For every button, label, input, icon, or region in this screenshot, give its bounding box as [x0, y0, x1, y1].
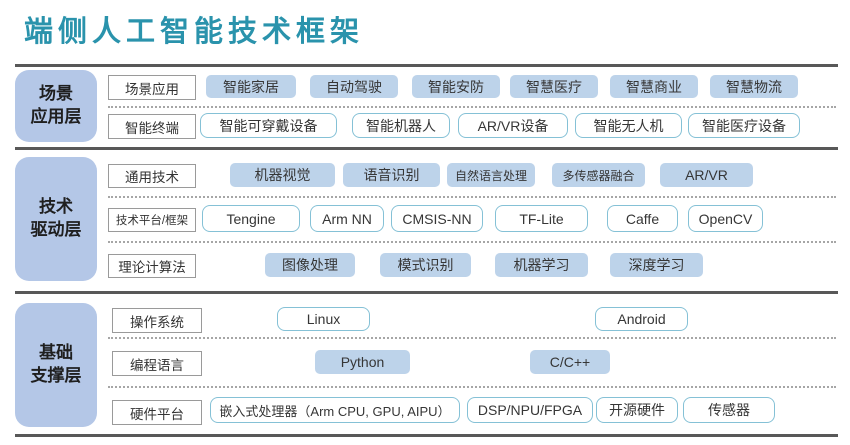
row-separator-dotted	[108, 241, 836, 243]
item-box: 多传感器融合	[552, 163, 645, 187]
layer-sidebar-label: 场景	[39, 84, 73, 104]
item-box: 自然语言处理	[447, 163, 535, 187]
item-box: 智慧物流	[710, 75, 798, 98]
item-box: 嵌入式处理器（Arm CPU, GPU, AIPU）	[210, 397, 460, 423]
item-box: 智能机器人	[352, 113, 450, 138]
layer-divider-bottom	[15, 434, 838, 437]
row-separator-dotted	[108, 337, 836, 339]
row-separator-dotted	[108, 386, 836, 388]
row-separator-dotted	[108, 196, 836, 198]
item-box: 自动驾驶	[310, 75, 398, 98]
row-category-label: 操作系统	[112, 308, 202, 333]
item-box: Python	[315, 350, 410, 374]
layer-divider-2-3	[15, 291, 838, 294]
item-box: 智能家居	[206, 75, 296, 98]
item-box: CMSIS-NN	[391, 205, 483, 232]
diagram-title: 端侧人工智能技术框架	[24, 14, 365, 48]
layer-sidebar-label: 技术	[39, 197, 73, 217]
item-box: Android	[595, 307, 688, 331]
item-box: AR/VR	[660, 163, 753, 187]
row-category-label: 编程语言	[112, 351, 202, 376]
item-box: Caffe	[607, 205, 678, 232]
row-category-label: 智能终端	[108, 114, 196, 139]
item-box: Arm NN	[310, 205, 384, 232]
item-box: OpenCV	[688, 205, 763, 232]
item-box: 语音识别	[343, 163, 440, 187]
row-category-label: 技术平台/框架	[108, 208, 196, 232]
item-box: 智能安防	[412, 75, 500, 98]
layer-sidebar-label: 基础	[39, 343, 73, 363]
item-box: 深度学习	[610, 253, 703, 277]
layer-divider-top	[15, 64, 838, 67]
item-box: 智能医疗设备	[688, 113, 800, 138]
row-category-label: 通用技术	[108, 164, 196, 188]
item-box: TF-Lite	[495, 205, 588, 232]
layer-sidebar-2: 技术驱动层	[15, 157, 97, 281]
layer-divider-1-2	[15, 147, 838, 150]
item-box: 图像处理	[265, 253, 355, 277]
row-category-label: 理论计算法	[108, 254, 196, 278]
item-box: AR/VR设备	[458, 113, 568, 138]
item-box: 智慧医疗	[510, 75, 598, 98]
layer-sidebar-label: 支撑层	[30, 366, 82, 385]
item-box: 传感器	[683, 397, 775, 423]
layer-sidebar-1: 场景应用层	[15, 70, 97, 142]
item-box: 开源硬件	[596, 397, 678, 423]
row-separator-dotted	[108, 106, 836, 108]
item-box: DSP/NPU/FPGA	[467, 397, 593, 423]
layer-sidebar-label: 应用层	[30, 107, 82, 126]
layer-sidebar-label: 驱动层	[30, 220, 82, 239]
item-box: 模式识别	[380, 253, 471, 277]
item-box: 智能无人机	[575, 113, 682, 138]
item-box: 智能可穿戴设备	[200, 113, 337, 138]
item-box: Tengine	[202, 205, 300, 232]
item-box: 机器学习	[495, 253, 588, 277]
layer-sidebar-3: 基础支撑层	[15, 303, 97, 427]
item-box: 智慧商业	[610, 75, 698, 98]
row-category-label: 硬件平台	[112, 400, 202, 425]
item-box: C/C++	[530, 350, 610, 374]
row-category-label: 场景应用	[108, 75, 196, 100]
item-box: Linux	[277, 307, 370, 331]
item-box: 机器视觉	[230, 163, 335, 187]
